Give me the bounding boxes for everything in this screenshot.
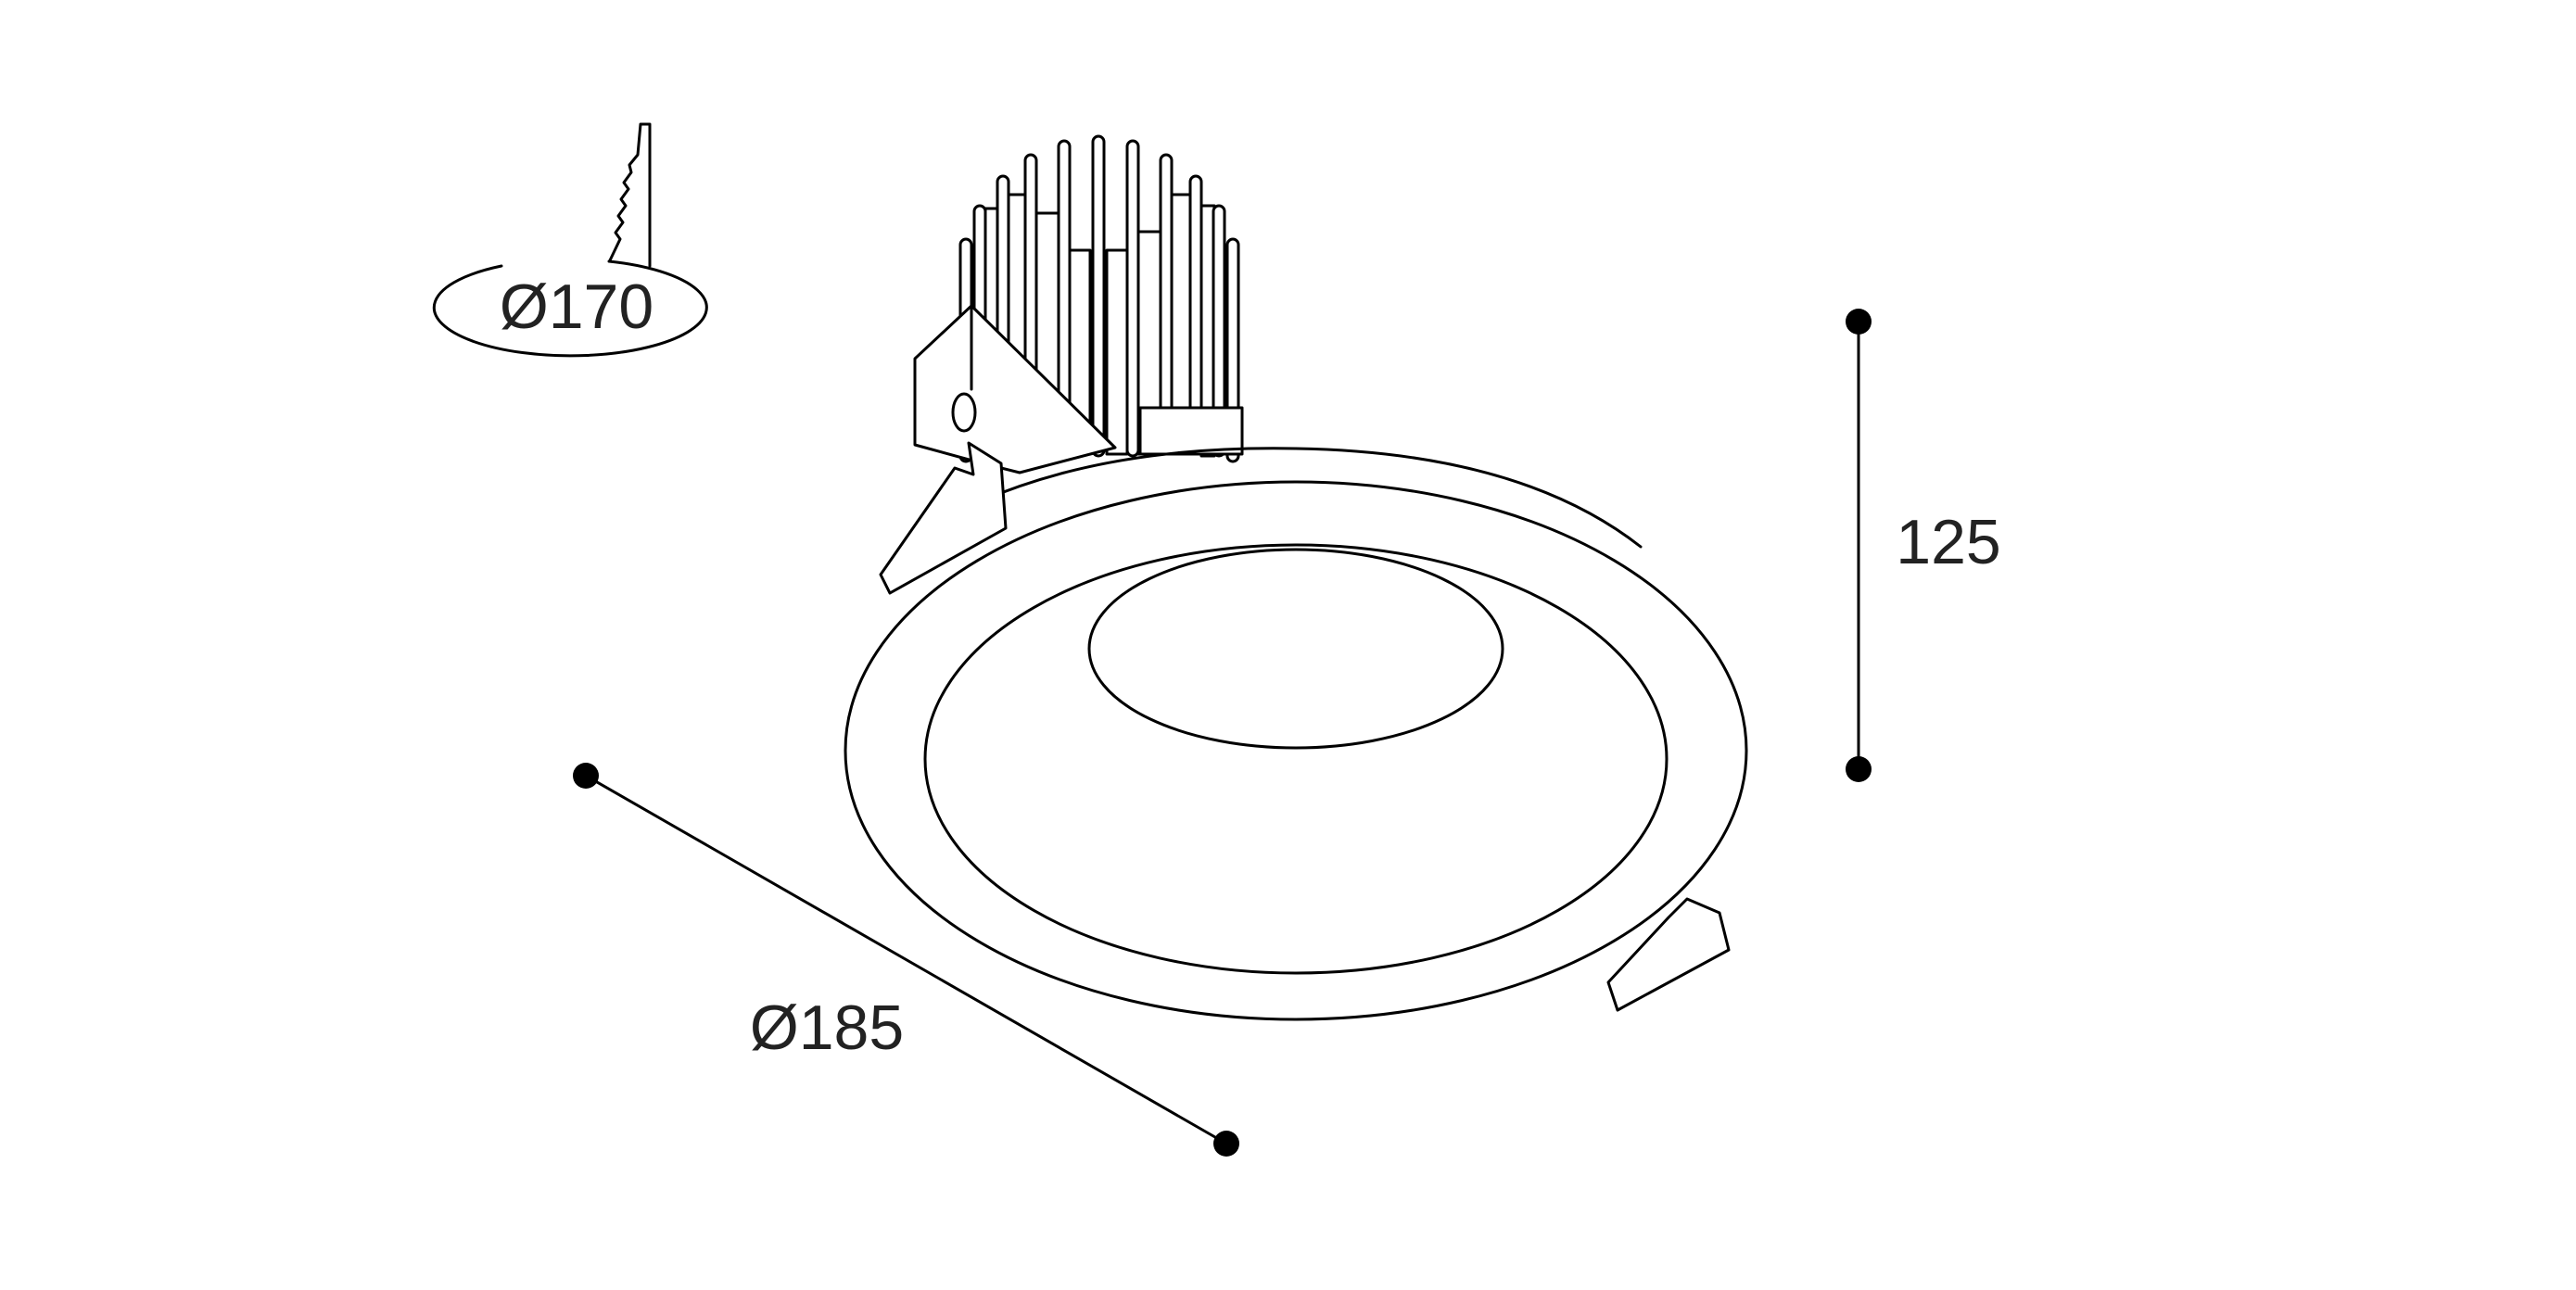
spring-clip-left xyxy=(879,441,1008,595)
diameter-label: Ø185 xyxy=(750,993,904,1063)
flange-back xyxy=(981,447,1643,549)
downlight-illustration xyxy=(844,134,1748,1021)
dimension-dot xyxy=(1846,756,1872,782)
saw-icon xyxy=(608,122,652,268)
dimension-dot xyxy=(573,763,599,789)
height-dimension: 125 xyxy=(1846,309,2001,782)
connector-screw xyxy=(951,392,977,433)
cutout-diameter-label: Ø170 xyxy=(500,272,654,342)
diameter-dimension: Ø185 xyxy=(573,763,1239,1157)
height-label: 125 xyxy=(1896,507,2000,577)
cutout-symbol: Ø170 xyxy=(432,122,708,358)
reflector-cone xyxy=(1087,548,1504,750)
reflector-rim xyxy=(923,543,1669,975)
cutout-ellipse xyxy=(432,259,708,358)
spring-clip-right xyxy=(1606,897,1731,1012)
dimension-dot xyxy=(1846,309,1872,335)
dimension-dot xyxy=(1213,1131,1239,1157)
